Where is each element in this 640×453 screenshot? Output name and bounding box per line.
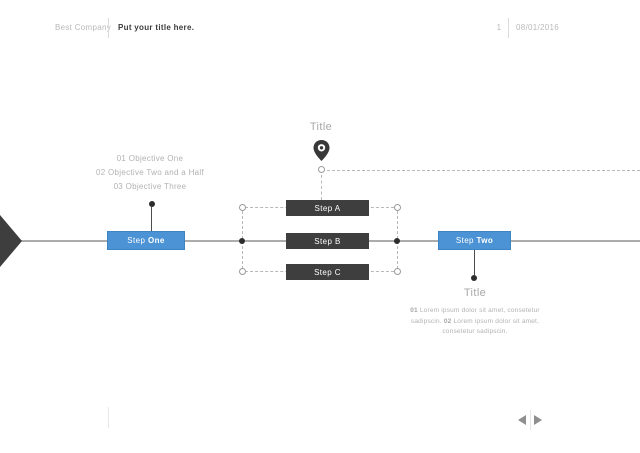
step-one-shape[interactable]: Step One bbox=[107, 231, 185, 250]
step-two-connector-dot bbox=[471, 275, 477, 281]
selection-handle-top-left[interactable] bbox=[239, 204, 246, 211]
objective-item: 03 Objective Three bbox=[113, 182, 187, 191]
step-two-title: Title bbox=[463, 287, 487, 299]
header-divider-left bbox=[108, 18, 109, 38]
step-one-connector-line bbox=[151, 207, 152, 231]
step-a-label: Step A bbox=[314, 203, 341, 213]
step-one-connector-dot bbox=[149, 201, 155, 207]
step-two-connector-line bbox=[474, 250, 475, 275]
company-name: Best Company bbox=[55, 23, 112, 32]
step-two-description: 01 Lorem ipsum dolor sit amet, consetetu… bbox=[407, 306, 543, 338]
step-b-label: Step B bbox=[314, 236, 341, 246]
timeline-node-dot-right bbox=[394, 238, 400, 244]
chevron-right-icon[interactable] bbox=[534, 415, 542, 425]
timeline-start-arrow[interactable] bbox=[0, 215, 22, 267]
pin-dashed-line-horizontal bbox=[327, 170, 640, 171]
selection-handle-bottom-right[interactable] bbox=[394, 268, 401, 275]
description-line: sadipscin. 02 Lorem ipsum dolor sit amet… bbox=[410, 317, 540, 325]
pin-dashed-line-vertical bbox=[321, 175, 322, 200]
pin-anchor-handle[interactable] bbox=[318, 166, 325, 173]
chevron-left-icon[interactable] bbox=[518, 415, 526, 425]
description-line: consetetur sadipscin. bbox=[442, 328, 508, 335]
objectives-list: 01 Objective One 02 Objective Two and a … bbox=[65, 152, 235, 194]
step-b-shape[interactable]: Step B bbox=[286, 233, 369, 249]
description-line: 01 Lorem ipsum dolor sit amet, consetetu… bbox=[410, 307, 540, 314]
page-number: 1 bbox=[496, 23, 502, 32]
step-a-shape[interactable]: Step A bbox=[286, 200, 369, 216]
step-c-shape[interactable]: Step C bbox=[286, 264, 369, 280]
slide-date: 08/01/2016 bbox=[516, 23, 560, 32]
slide-title: Put your title here. bbox=[118, 23, 195, 32]
step-two-shape[interactable]: Step Two bbox=[438, 231, 511, 250]
header-divider-right bbox=[508, 18, 509, 38]
footer-left-divider bbox=[108, 407, 109, 428]
selection-handle-top-right[interactable] bbox=[394, 204, 401, 211]
footer-nav-divider bbox=[530, 410, 531, 430]
step-two-label: Step Two bbox=[455, 236, 494, 245]
timeline-node-dot-left bbox=[239, 238, 245, 244]
selection-handle-bottom-left[interactable] bbox=[239, 268, 246, 275]
step-c-label: Step C bbox=[314, 267, 341, 277]
pin-title: Title bbox=[309, 121, 333, 133]
objective-item: 02 Objective Two and a Half bbox=[95, 168, 204, 177]
map-pin-icon[interactable] bbox=[313, 140, 330, 161]
objective-item: 01 Objective One bbox=[116, 154, 184, 163]
step-one-label: Step One bbox=[127, 236, 165, 245]
